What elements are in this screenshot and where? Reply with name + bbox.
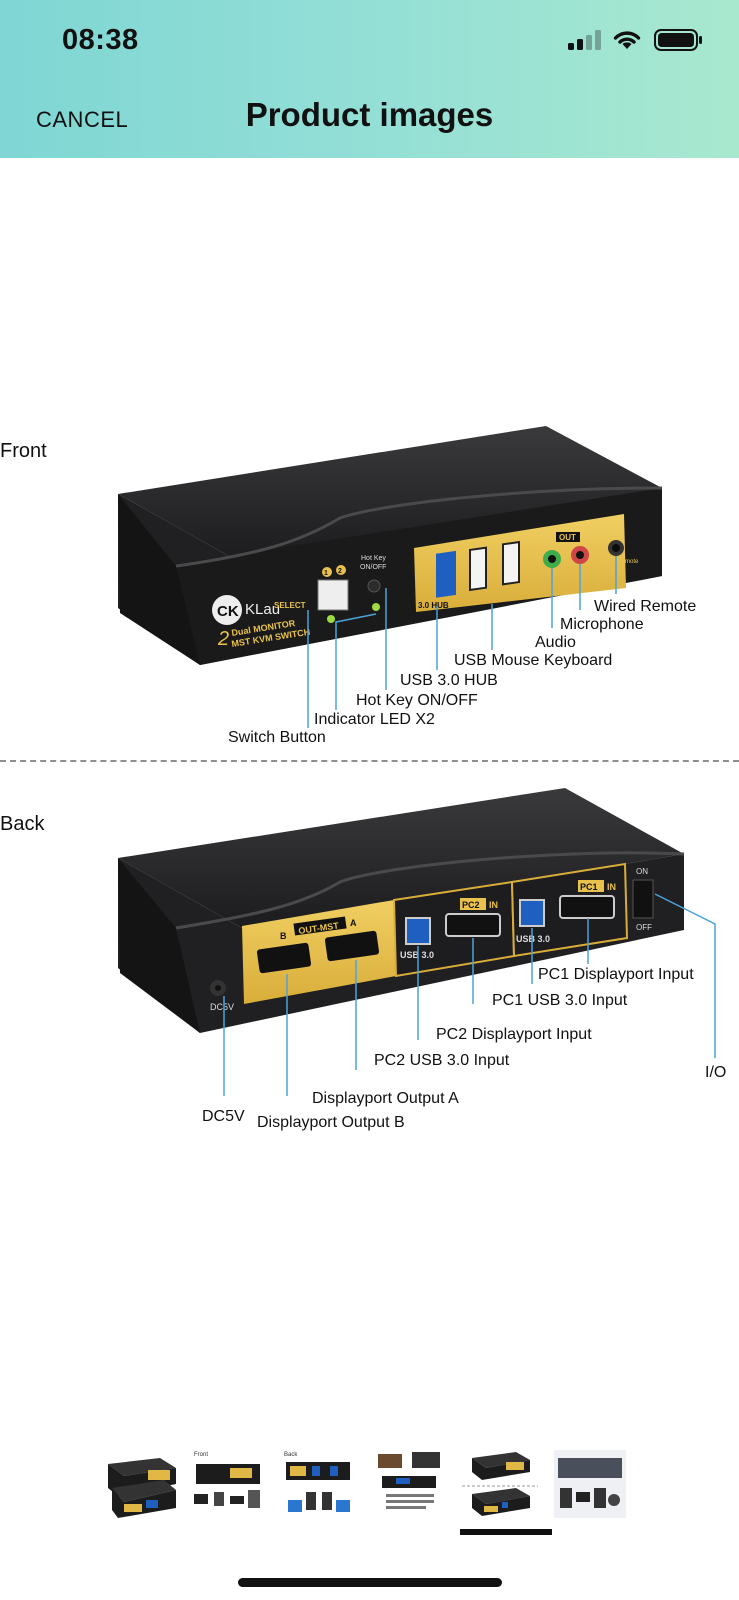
main-product-image[interactable]: Front Back xyxy=(0,158,739,1420)
pc1-in-text: PC1 xyxy=(580,882,598,892)
pc2-usb-text: USB 3.0 xyxy=(400,950,434,960)
callout-dp-output-a: Displayport Output A xyxy=(312,1090,459,1107)
callout-io: I/O xyxy=(705,1064,727,1081)
dc5v-device-text: DC5V xyxy=(210,1002,234,1012)
callout-audio: Audio xyxy=(535,634,576,651)
callout-pc1-displayport: PC1 Displayport Input xyxy=(538,966,694,983)
front-section-label: Front xyxy=(0,440,47,462)
back-section-label: Back xyxy=(0,813,45,835)
wifi-icon xyxy=(613,31,641,49)
svg-text:OFF: OFF xyxy=(636,923,652,932)
callout-pc2-usb: PC2 USB 3.0 Input xyxy=(374,1052,510,1069)
callout-switch-button: Switch Button xyxy=(228,729,326,746)
hotkey-text: Hot Key xyxy=(361,555,386,562)
wired-remote-device-text: Wired Remote xyxy=(600,559,639,565)
back-device: OUT-MST B A USB 3.0 PC2 IN USB 3.0 PC1 I… xyxy=(118,788,716,1096)
thumbnail-5[interactable] xyxy=(552,1448,628,1520)
selected-thumbnail-indicator xyxy=(460,1529,552,1535)
svg-text:2: 2 xyxy=(338,568,342,575)
callout-usb-mouse-keyboard: USB Mouse Keyboard xyxy=(454,652,613,669)
kvm-switch-illustration: CK KLau 2 Dual MONITOR MST KVM SWITCH SE… xyxy=(118,426,716,1096)
front-device: CK KLau 2 Dual MONITOR MST KVM SWITCH SE… xyxy=(118,426,663,728)
thumbnail-0[interactable] xyxy=(104,1448,180,1520)
thumbnail-4-selected[interactable] xyxy=(462,1448,538,1520)
svg-text:Front: Front xyxy=(194,1452,208,1458)
page-title: Product images xyxy=(245,96,494,133)
svg-text:B: B xyxy=(280,931,287,941)
svg-text:IN: IN xyxy=(607,882,616,892)
out-text: OUT xyxy=(559,533,576,542)
thumbnail-2[interactable]: Back xyxy=(280,1448,356,1520)
pc1-usb-text: USB 3.0 xyxy=(516,934,550,944)
usb-hub-text: 3.0 HUB xyxy=(418,601,449,610)
cellular-signal-icon xyxy=(568,30,602,50)
header: 08:38 CANCEL Product images xyxy=(0,0,739,158)
svg-text:1: 1 xyxy=(324,570,328,577)
callout-usb-hub: USB 3.0 HUB xyxy=(400,672,498,689)
callout-dp-output-b: Displayport Output B xyxy=(257,1114,405,1131)
callout-microphone: Microphone xyxy=(560,616,644,633)
pc2-in-text: PC2 xyxy=(462,900,480,910)
callout-indicator-led: Indicator LED X2 xyxy=(314,711,435,728)
thumbnail-3[interactable] xyxy=(372,1448,448,1520)
select-text: SELECT xyxy=(274,601,306,610)
svg-text:ON/OFF: ON/OFF xyxy=(360,564,386,571)
svg-text:Back: Back xyxy=(284,1452,298,1458)
section-divider xyxy=(0,760,739,762)
callout-pc1-usb: PC1 USB 3.0 Input xyxy=(492,992,628,1009)
callout-wired-remote: Wired Remote xyxy=(594,598,697,615)
svg-text:IN: IN xyxy=(489,900,498,910)
thumbnail-1[interactable]: Front xyxy=(190,1448,266,1520)
thumbnail-strip: Front Back xyxy=(0,1440,739,1540)
home-indicator xyxy=(238,1578,502,1587)
callout-dc5v: DC5V xyxy=(202,1108,245,1125)
cancel-button[interactable]: CANCEL xyxy=(36,107,129,132)
callout-pc2-displayport: PC2 Displayport Input xyxy=(436,1026,592,1043)
status-time: 08:38 xyxy=(62,24,139,56)
svg-text:A: A xyxy=(350,918,357,928)
brand-ck-text: CK xyxy=(217,603,239,620)
battery-icon xyxy=(654,29,702,51)
brand-text: KLau xyxy=(245,601,280,618)
model-number-text: 2 xyxy=(217,628,229,650)
callout-hot-key: Hot Key ON/OFF xyxy=(356,692,478,709)
svg-text:ON: ON xyxy=(636,867,648,876)
